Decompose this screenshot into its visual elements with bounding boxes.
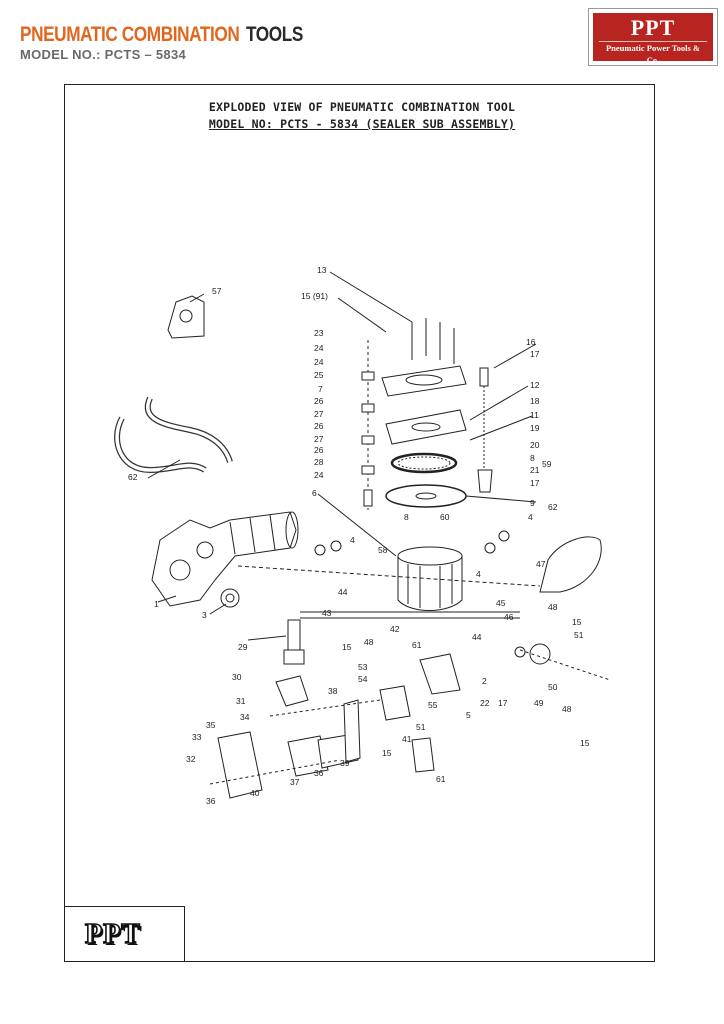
callout-55: 55	[428, 700, 438, 710]
callout-44: 44	[338, 587, 348, 597]
callout-26: 26	[314, 396, 324, 406]
callout-40: 40	[250, 788, 260, 798]
brand-title-part1: PNEUMATIC COMBINATION	[20, 23, 240, 46]
callout-39: 39	[340, 758, 350, 768]
callout-4: 4	[350, 535, 355, 545]
callout-61: 61	[412, 640, 422, 650]
callout-1: 1	[154, 599, 159, 609]
company-logo-badge: PPT Pneumatic Power Tools & Co.	[593, 13, 713, 65]
callout-48: 48	[364, 637, 374, 647]
callout-45: 45	[496, 598, 506, 608]
callout-2: 2	[482, 676, 487, 686]
logo-sub-text: Pneumatic Power Tools & Co.	[599, 41, 707, 66]
callout-24: 24	[314, 357, 324, 367]
footer-logo-box: PPT	[64, 906, 185, 962]
callout-17: 17	[530, 478, 540, 488]
callout-7: 7	[318, 384, 323, 394]
callout-51: 51	[416, 722, 426, 732]
callout-47: 47	[536, 559, 546, 569]
callout-33: 33	[192, 732, 202, 742]
callout-32: 32	[186, 754, 196, 764]
diagram-frame	[64, 84, 655, 962]
callout-24: 24	[314, 470, 324, 480]
callout-35: 35	[206, 720, 216, 730]
callout-4: 4	[476, 569, 481, 579]
callout-36: 36	[314, 768, 324, 778]
callout-8: 8	[404, 512, 409, 522]
callout-28: 28	[314, 457, 324, 467]
callout-30: 30	[232, 672, 242, 682]
callout-16: 16	[526, 337, 536, 347]
callout-15: 15	[342, 642, 352, 652]
callout-24: 24	[314, 343, 324, 353]
callout-20: 20	[530, 440, 540, 450]
callout-15-91-: 15 (91)	[301, 291, 328, 301]
callout-34: 34	[240, 712, 250, 722]
callout-54: 54	[358, 674, 368, 684]
footer-logo-text: PPT	[84, 918, 141, 951]
model-number: MODEL NO.: PCTS – 5834	[20, 47, 187, 62]
logo-main-text: PPT	[630, 15, 676, 40]
callout-38: 38	[328, 686, 338, 696]
callout-25: 25	[314, 370, 324, 380]
diagram-title: EXPLODED VIEW OF PNEUMATIC COMBINATION T…	[208, 100, 516, 114]
callout-59: 59	[542, 459, 552, 469]
callout-18: 18	[530, 396, 540, 406]
callout-11: 11	[530, 410, 539, 420]
callout-48: 48	[562, 704, 572, 714]
callout-5: 5	[466, 710, 471, 720]
callout-29: 29	[238, 642, 248, 652]
callout-3: 3	[202, 610, 207, 620]
callout-23: 23	[314, 328, 324, 338]
callout-26: 26	[314, 421, 324, 431]
callout-22: 22	[480, 698, 490, 708]
callout-27: 27	[314, 409, 324, 419]
company-logo: PPT Pneumatic Power Tools & Co.	[588, 8, 718, 66]
part-drawings	[114, 271, 611, 799]
callout-9: 9	[530, 498, 535, 508]
callout-15: 15	[382, 748, 392, 758]
callout-27: 27	[314, 434, 324, 444]
callout-21: 21	[530, 465, 540, 475]
callout-51: 51	[574, 630, 584, 640]
callout-58: 58	[378, 545, 388, 555]
callout-labels: 13 15 (91) 57 23 24 24 25 7 26 27 26 27 …	[128, 265, 590, 806]
callout-36: 36	[206, 796, 216, 806]
callout-43: 43	[322, 608, 332, 618]
callout-8: 8	[530, 453, 535, 463]
diagram-subtitle: MODEL NO: PCTS - 5834 (SEALER SUB ASSEMB…	[0, 117, 724, 131]
callout-19: 19	[530, 423, 540, 433]
callout-4: 4	[528, 512, 533, 522]
callout-57: 57	[212, 286, 222, 296]
callout-53: 53	[358, 662, 368, 672]
callout-41: 41	[402, 734, 412, 744]
callout-15: 15	[580, 738, 590, 748]
callout-60: 60	[440, 512, 450, 522]
callout-61: 61	[436, 774, 446, 784]
callout-26: 26	[314, 445, 324, 455]
callout-6: 6	[312, 488, 317, 498]
diagram-subtitle-text: MODEL NO: PCTS - 5834 (SEALER SUB ASSEMB…	[208, 117, 516, 131]
callout-42: 42	[390, 624, 400, 634]
callout-46: 46	[504, 612, 514, 622]
callout-17: 17	[498, 698, 508, 708]
callout-31: 31	[236, 696, 246, 706]
callout-49: 49	[534, 698, 544, 708]
callout-62: 62	[548, 502, 558, 512]
callout-12: 12	[530, 380, 540, 390]
callout-50: 50	[548, 682, 558, 692]
callout-13: 13	[317, 265, 327, 275]
callout-17: 17	[530, 349, 540, 359]
callout-37: 37	[290, 777, 300, 787]
callout-15: 15	[572, 617, 582, 627]
callout-48: 48	[548, 602, 558, 612]
callout-44: 44	[472, 632, 482, 642]
callout-62: 62	[128, 472, 138, 482]
brand-title-part2: TOOLS	[245, 23, 303, 46]
